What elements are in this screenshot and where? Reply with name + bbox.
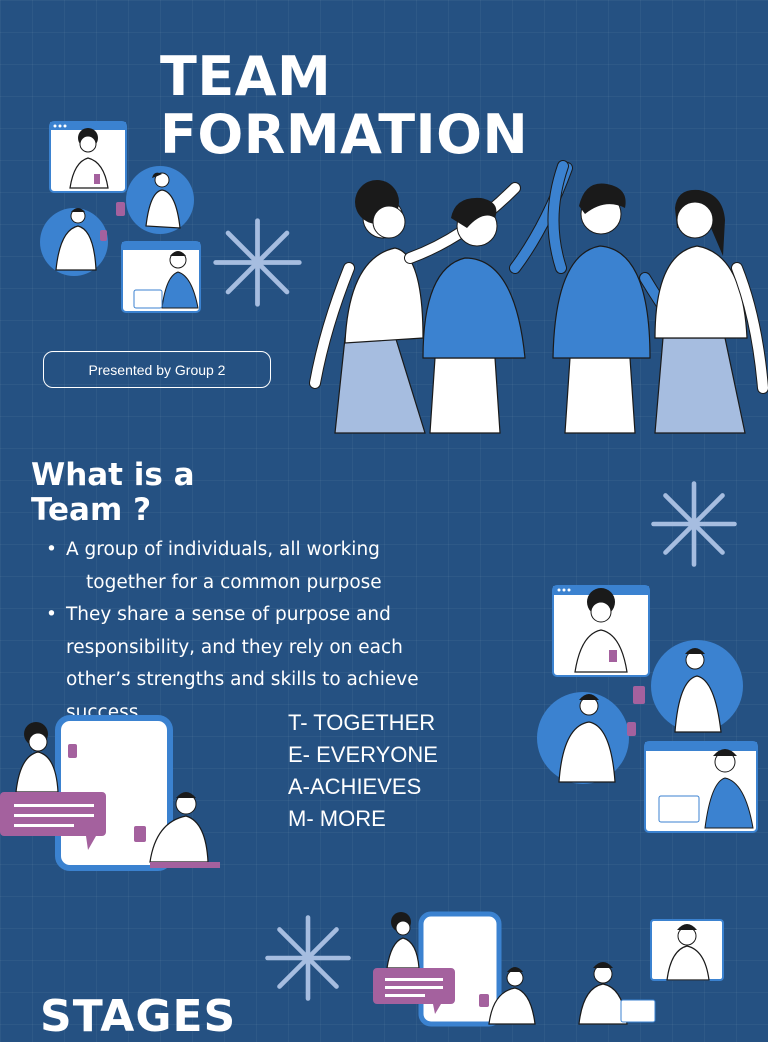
video-call-illustration-right [537, 585, 758, 833]
acronym-item: M- MORE [288, 806, 386, 831]
chat-phone-illustration [0, 715, 220, 871]
presented-by-badge: Presented by Group 2 [43, 351, 271, 388]
heading-line-2: Team ? [31, 492, 152, 528]
list-item: A group of individuals, all working toge… [44, 534, 464, 599]
title-line-2: FORMATION [160, 103, 529, 166]
video-call-illustration-top [40, 121, 201, 313]
asterisk-sparkle-icon [265, 915, 351, 1001]
team-section-heading: What is a Team ? [31, 458, 291, 528]
list-item: They share a sense of purpose and respon… [44, 599, 464, 729]
asterisk-sparkle-icon [651, 481, 737, 567]
slide-title: TEAM FORMATION [160, 48, 528, 164]
bullet-1-line-1: A group of individuals, all working [66, 539, 380, 560]
acronym-item: A-ACHIEVES [288, 774, 422, 799]
team-acronym-list: T- TOGETHER E- EVERYONE A-ACHIEVES M- MO… [288, 707, 438, 835]
stages-heading: STAGES [40, 991, 237, 1042]
heading-line-1: What is a [31, 457, 195, 493]
asterisk-sparkle-icon [213, 218, 302, 307]
chat-bubble-icon [0, 792, 106, 850]
team-collaboration-illustration-bottom [373, 911, 724, 1027]
acronym-item: T- TOGETHER [288, 710, 436, 735]
team-definition-list: A group of individuals, all working toge… [44, 534, 464, 729]
bullet-2-text: They share a sense of purpose and respon… [66, 604, 419, 723]
bullet-1-line-2: together for a common purpose [86, 571, 382, 593]
high-five-team-illustration [309, 160, 768, 434]
laptop-icon [658, 795, 700, 823]
title-line-1: TEAM [160, 45, 332, 108]
acronym-item: E- EVERYONE [288, 742, 438, 767]
